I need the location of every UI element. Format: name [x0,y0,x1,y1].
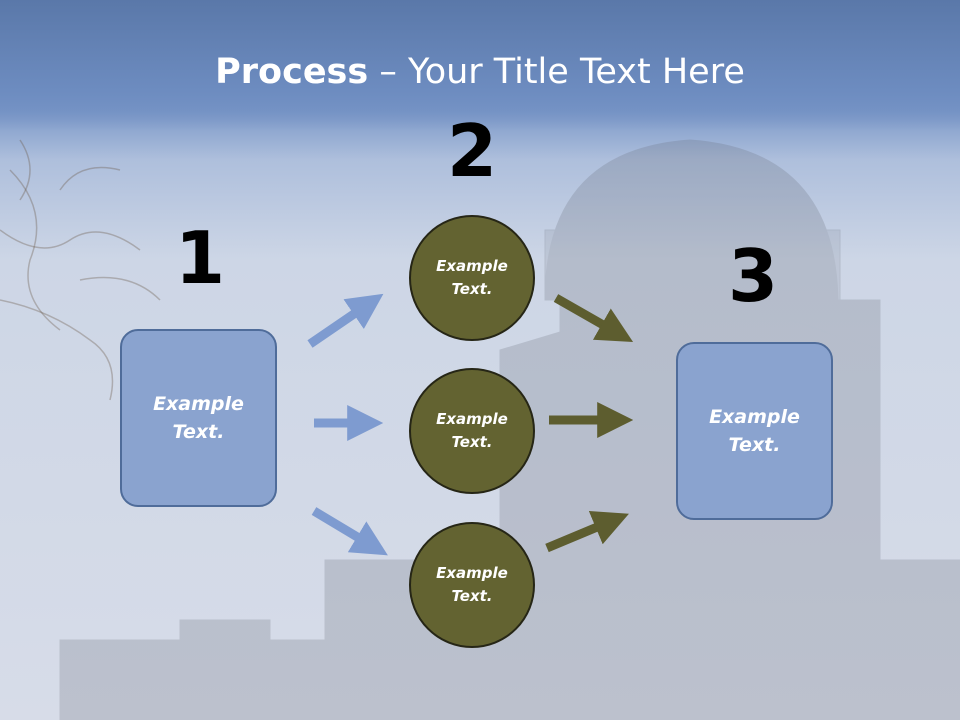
title-band [0,0,960,130]
step-3-box: Example Text. [676,342,833,520]
arrow-1-to-circle-1 [307,293,384,348]
step-2-circle-2: Example Text. [409,368,535,494]
title-rest: – Your Title Text Here [368,52,745,92]
step-2-number: 2 [446,109,498,193]
step-1-box: Example Text. [120,329,277,507]
arrow-circle-3-to-3 [545,511,629,553]
step-2-circle-1: Example Text. [409,215,535,341]
step-3-number: 3 [727,234,779,318]
step-2-circle-3: Example Text. [409,522,535,648]
arrow-circle-1-to-3 [553,294,634,343]
step-1-number: 1 [174,216,226,300]
arrow-1-to-circle-3 [311,507,388,556]
title-bold: Process [215,52,369,92]
slide-title: Process – Your Title Text Here [0,52,960,92]
